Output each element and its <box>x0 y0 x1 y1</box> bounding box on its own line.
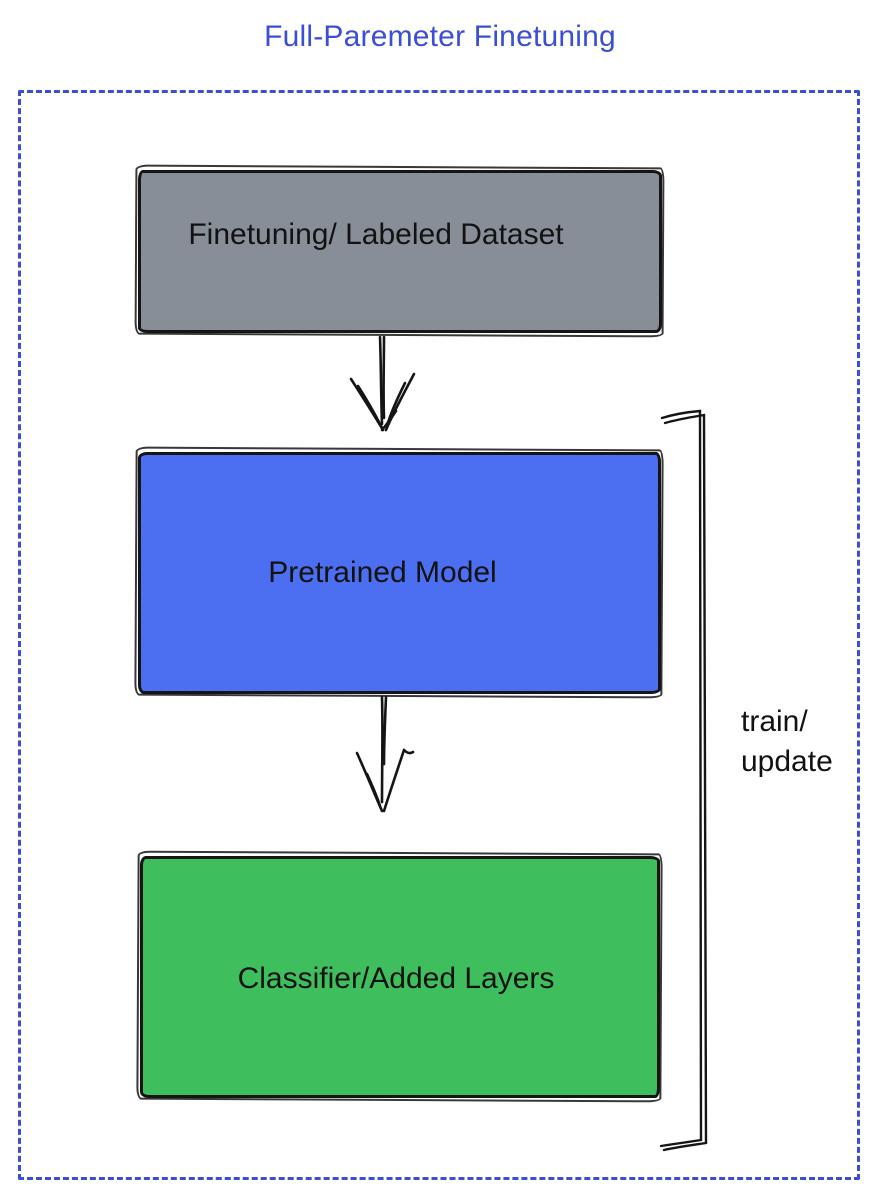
diagram-title: Full-Paremeter Finetuning <box>264 20 616 53</box>
dashed-boundary <box>18 90 860 1180</box>
node-classifier-added-layers: Classifier/Added Layers <box>140 856 660 1098</box>
node-pretrained-model-label: Pretrained Model <box>268 556 497 589</box>
bracket-label: train/ update <box>741 705 833 778</box>
node-pretrained-model: Pretrained Model <box>138 452 661 694</box>
node-finetuning-dataset-label: Finetuning/ Labeled Dataset <box>188 217 564 251</box>
node-classifier-added-layers-label: Classifier/Added Layers <box>237 962 555 995</box>
node-finetuning-dataset: Finetuning/ Labeled Dataset <box>138 170 662 333</box>
